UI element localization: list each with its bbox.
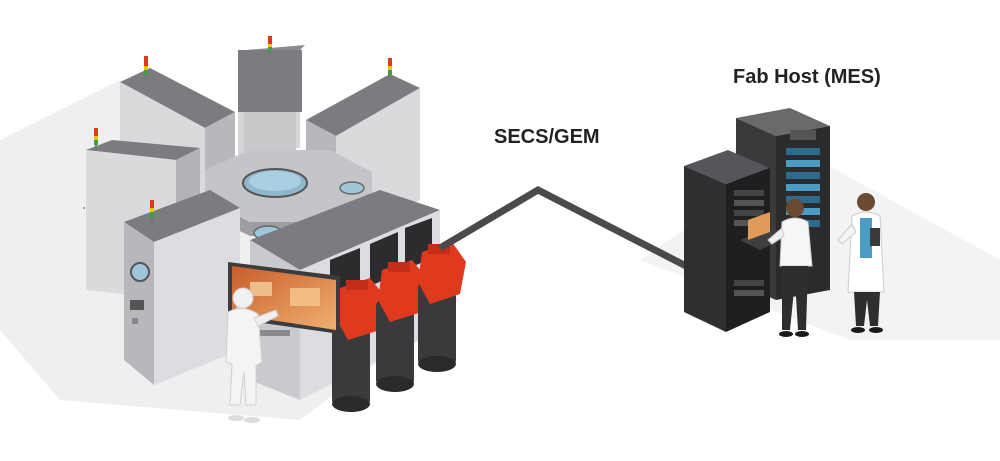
- foup-icon: [376, 260, 428, 392]
- process-chamber: [238, 45, 305, 158]
- protocol-label: SECS/GEM: [494, 126, 600, 148]
- host-label: Fab Host (MES): [733, 66, 881, 88]
- signal-tower-icon: [94, 128, 98, 151]
- signal-tower-icon: [150, 200, 154, 223]
- process-chamber: [124, 190, 240, 385]
- signal-tower-icon: [388, 58, 392, 83]
- foup-icon: [418, 242, 466, 372]
- secs-gem-link: [438, 186, 692, 272]
- signal-tower-icon: [144, 56, 148, 83]
- operator-icon: [225, 287, 279, 423]
- signal-tower-icon: [268, 36, 272, 57]
- server-rack-icon: [684, 108, 830, 332]
- scientist-icon: [837, 193, 885, 333]
- foup-icon: [332, 278, 386, 412]
- engineer-icon: [767, 199, 813, 337]
